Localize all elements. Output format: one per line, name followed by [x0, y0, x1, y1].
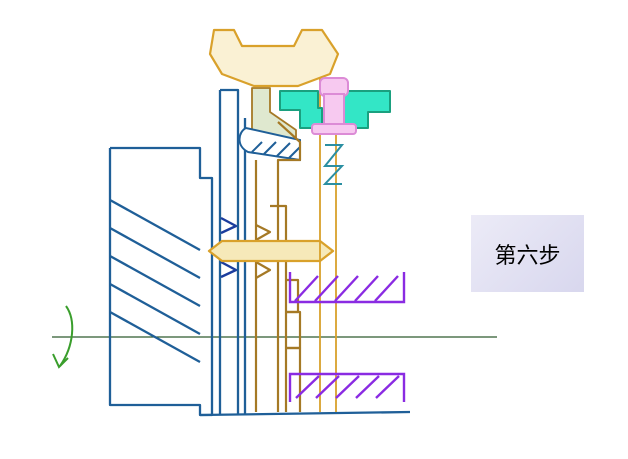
- top-clamp: [208, 28, 340, 88]
- pink-bolt: [311, 77, 357, 135]
- step-label: 第六步: [494, 243, 561, 269]
- blue-plates: [199, 88, 411, 417]
- double-arrow-pin: [207, 239, 335, 263]
- hatched-block-lower: [288, 372, 406, 402]
- spring-icon: [322, 144, 345, 185]
- left-housing: [108, 146, 214, 417]
- notch-marks: [220, 216, 238, 279]
- cam-wedge: [238, 126, 301, 162]
- step-label-box: 第六步: [471, 215, 584, 292]
- brown-shaft: [254, 121, 302, 412]
- rotation-arrow-icon: [52, 305, 74, 369]
- hatched-block-upper: [288, 272, 406, 304]
